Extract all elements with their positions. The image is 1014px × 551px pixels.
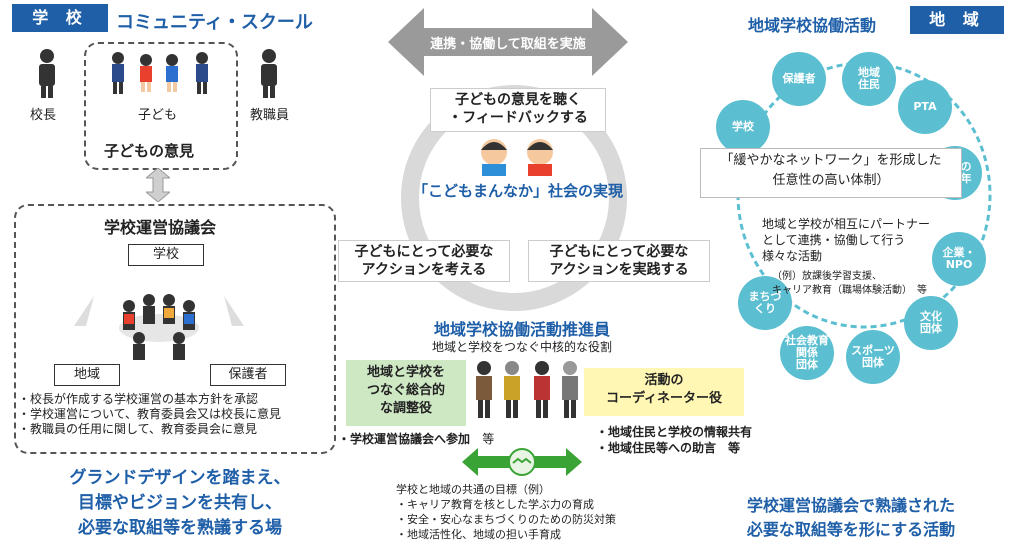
collaboration-arrow-label: 連携・協働して取組を実施 [430,37,586,52]
children-faces-icon [481,139,553,176]
left-caption: グランドデザインを踏まえ、 目標やビジョンを共有し、 必要な取組等を熟議する場 [20,466,340,541]
coordinator-left-note-text: ・学校運営協議会へ参加 [338,432,471,446]
network-node: 地域 住民 [842,52,896,106]
council-title: 学校運営協議会 [104,218,217,237]
staff-figure [261,49,277,98]
listen-feedback-box: 子どもの意見を聴く ・フィードバックする [430,88,606,132]
coordinator-right-notes: ・地域住民と学校の情報共有 ・地域住民等への助言 等 [596,424,752,456]
meeting-illustration [74,294,244,360]
promoter-title: 地域学校協働活動推進員 [433,320,610,339]
children-label: 子ども [138,108,178,123]
consider-action-box: 子どもにとって必要な アクションを考える [338,240,510,282]
network-node: スポーツ 団体 [846,330,900,384]
network-node: 保護者 [772,52,826,106]
partner-line: として連携・協働して行う [762,233,906,247]
coordinator-right-line: コーディネーター役 [605,391,723,406]
coordinator-left-note-suffix: 等 [482,432,495,446]
council-duty: ・学校運営について、教育委員会又は校長に意見 [18,407,282,421]
listen-line: 子どもの意見を聴く [455,92,581,108]
principal-figure [39,49,55,98]
practice-line: アクションを実践する [549,262,689,278]
network-line: 任意性の高い体制） [772,173,890,188]
network-line: 「緩やかなネットワーク」を形成した [720,153,942,168]
school-badge: 学 校 [12,4,108,32]
coordinator-right-note: ・地域住民等への助言 等 [596,441,741,455]
coordinator-left-line: な調整役 [379,401,432,416]
common-goal-list: 学校と地域の共通の目標（例） ・キャリア教育を核とした学ぶ力の育成 ・安全・安心… [396,482,616,542]
staff-label: 教職員 [250,108,290,123]
left-caption-line: 必要な取組等を熟議する場 [78,518,282,538]
partner-line: 地域と学校が相互にパートナー [762,217,931,231]
coordinator-left-box: 地域と学校を つなぐ総合的 な調整役 [346,360,466,426]
coordinator-left-note: ・学校運営協議会へ参加 等 [338,430,494,447]
region-box-label: 地域 [54,364,120,386]
region-badge: 地 域 [910,6,1004,34]
guardian-box-label: 保護者 [210,364,286,386]
collaboration-arrow [388,8,628,76]
right-caption-line: 学校運営協議会で熟議された [746,496,955,515]
practice-line: 子どもにとって必要な [549,244,689,260]
double-arrow-icon [146,168,170,202]
network-node: 社会教育 関係 団体 [780,326,834,380]
council-duty: ・教職員の任用に関して、教育委員会に意見 [18,422,258,436]
network-node: PTA [898,80,952,134]
listen-line: ・フィードバックする [448,110,588,126]
network-node: 文化 団体 [904,296,958,350]
example-line: キャリア教育（職場体験活動） 等 [772,285,927,296]
handshake-arrow [462,448,582,476]
coordinator-left-line: 地域と学校を [366,365,445,380]
right-caption-line: 必要な取組等を形にする活動 [746,520,956,539]
council-box [14,204,336,454]
practice-action-box: 子どもにとって必要な アクションを実践する [528,240,710,282]
promoter-subtitle: 地域と学校をつなぐ中核的な役割 [431,340,612,354]
common-goal-item: ・安全・安心なまちづくりのための防災対策 [396,513,616,526]
partner-description: 地域と学校が相互にパートナー として連携・協働して行う 様々な活動 [762,216,930,264]
regional-activity-title: 地域学校協働活動 [748,16,877,35]
left-caption-line: グランドデザインを踏まえ、 [69,468,291,488]
council-duties-list: ・校長が作成する学校運営の基本方針を承認 ・学校運営について、教育委員会又は校長… [18,392,281,437]
community-school-title: コミュニティ・スクール [116,12,313,33]
partner-line: 様々な活動 [762,249,823,263]
children-figures [112,52,208,94]
common-goal-title: 学校と地域の共通の目標（例） [396,483,550,496]
coordinator-right-line: 活動の [644,373,684,388]
common-goal-item: ・キャリア教育を核とした学ぶ力の育成 [396,498,594,511]
society-goal-label: 「こどもまんなか」社会の実現 [412,182,623,200]
coordinator-right-box: 活動の コーディネーター役 [584,368,744,416]
children-box [84,42,238,170]
coordinator-right-note: ・地域住民と学校の情報共有 [596,425,753,439]
network-node: まちづ くり [738,276,792,330]
principal-label: 校長 [30,108,57,123]
coordinator-left-line: つなぐ総合的 [366,383,445,398]
school-box-label: 学校 [128,244,204,266]
common-goal-item: ・地域活性化、地域の担い手育成 [396,528,561,541]
network-node: 学校 [716,100,770,154]
promoter-figures [476,361,578,418]
example-list: （例）放課後学習支援、 キャリア教育（職場体験活動） 等 [772,270,927,298]
network-node: 企業・ NPO [932,232,986,286]
left-caption-line: 目標やビジョンを共有し、 [78,493,282,513]
network-box: 「緩やかなネットワーク」を形成した 任意性の高い体制） [700,148,962,198]
right-caption: 学校運営協議会で熟議された 必要な取組等を形にする活動 [696,494,1006,542]
children-voice-label: 子どもの意見 [104,142,195,160]
council-duty: ・校長が作成する学校運営の基本方針を承認 [18,392,259,406]
consider-line: アクションを考える [361,262,487,278]
example-line: （例）放課後学習支援、 [772,271,882,282]
consider-line: 子どもにとって必要な [354,244,494,260]
